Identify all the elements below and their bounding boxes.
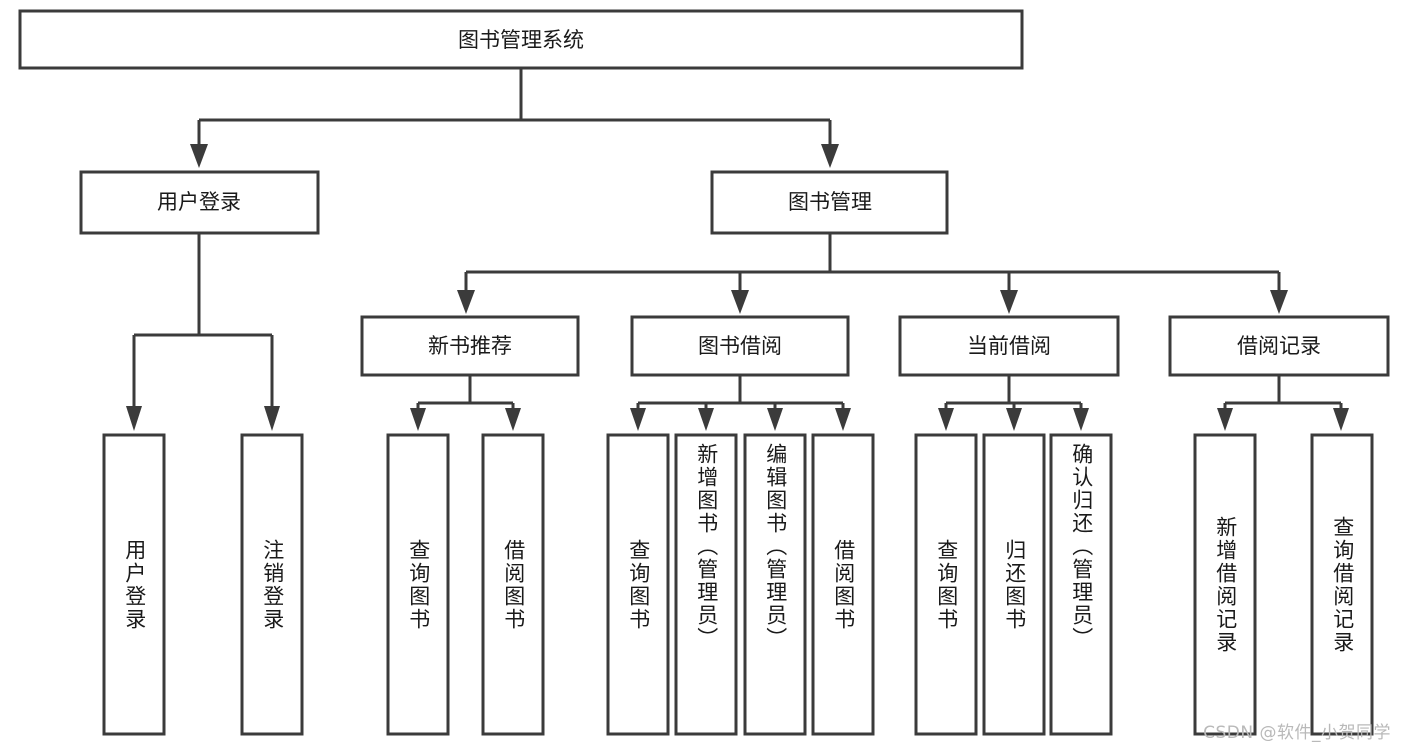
arrow-cb-leaf-2 [1006,408,1022,431]
node-box-leaf-query-record[interactable] [1310,433,1374,736]
node-box-leaf-user-login[interactable] [102,433,166,736]
arrow-user-login-leaf-2 [264,406,280,431]
arrow-bb-leaf-2 [698,408,714,431]
node-box-leaf-return-book[interactable] [982,433,1046,736]
node-box-leaf-borrow-book-2[interactable] [811,433,875,736]
node-label-root: 图书管理系统 [458,28,584,52]
connectors-layer [126,68,1349,431]
arrow-user-login-leaf-1 [126,406,142,431]
arrow-bb-leaf-4 [835,408,851,431]
node-box-user-login[interactable] [79,170,320,235]
node-box-leaf-add-book[interactable] [674,433,738,736]
node-box-leaf-confirm-return[interactable] [1049,433,1113,736]
node-box-leaf-add-record[interactable] [1193,433,1257,736]
arrow-nbr-leaf-2 [505,408,521,431]
node-box-root[interactable] [18,9,1024,70]
arrow-br-leaf-2 [1333,408,1349,431]
arrow-cb-leaf-1 [938,408,954,431]
arrow-br-leaf-1 [1217,408,1233,431]
node-box-book-borrow[interactable] [630,315,850,377]
arrow-nbr-leaf-1 [410,408,426,431]
arrow-bb-leaf-3 [767,408,783,431]
arrow-cb-leaf-3 [1073,408,1089,431]
node-box-book-manage[interactable] [710,170,949,235]
arrow-root-to-book-manage [821,144,839,168]
boxes-layer: 图书管理系统 用户登录 图书管理 新书推荐 图书借阅 当前借阅 借阅记录 [18,9,1390,736]
node-label-book-manage: 图书管理 [788,190,872,214]
node-box-leaf-query-book-2[interactable] [606,433,670,736]
arrow-bm-to-current-borrow [1000,290,1018,314]
arrow-bb-leaf-1 [630,408,646,431]
node-box-new-book-recommend[interactable] [360,315,580,377]
node-label-current-borrow: 当前借阅 [967,334,1051,358]
node-label-new-book-recommend: 新书推荐 [428,334,512,358]
node-box-leaf-logout-login[interactable] [240,433,304,736]
arrow-bm-to-borrow-record [1270,290,1288,314]
arrow-bm-to-book-borrow [731,290,749,314]
arrow-root-to-user-login [190,144,208,168]
node-box-leaf-edit-book[interactable] [743,433,807,736]
node-box-borrow-record[interactable] [1168,315,1390,377]
node-box-leaf-query-book-3[interactable] [914,433,978,736]
node-box-current-borrow[interactable] [898,315,1120,377]
node-box-leaf-borrow-book-1[interactable] [481,433,545,736]
watermark-text: CSDN @软件_小贺同学 [1203,723,1391,743]
node-box-leaf-query-book-1[interactable] [386,433,450,736]
node-label-book-borrow: 图书借阅 [698,334,782,358]
node-label-borrow-record: 借阅记录 [1237,334,1321,358]
node-label-user-login: 用户登录 [157,190,241,214]
arrow-bm-to-new-book-recommend [457,290,475,314]
